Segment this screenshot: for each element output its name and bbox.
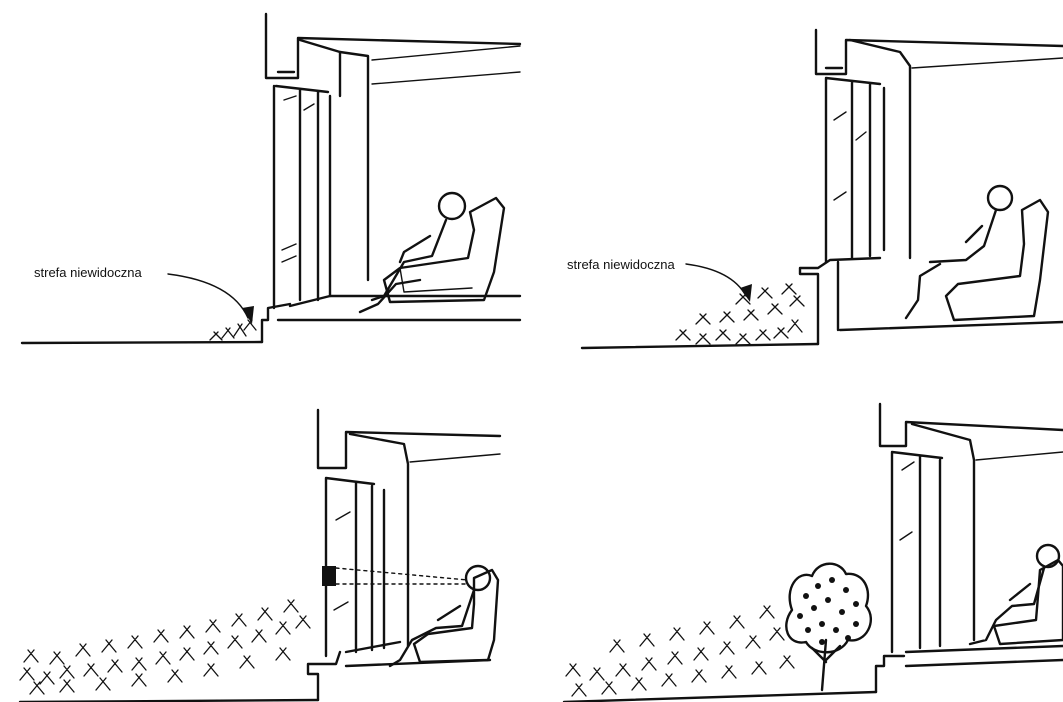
floor-line: [906, 646, 1063, 666]
panel-bottom-right: [564, 404, 1063, 702]
person-body: [970, 568, 1044, 644]
person-head: [988, 186, 1012, 210]
person-body: [390, 590, 474, 666]
armchair: [994, 560, 1063, 644]
roof-overhang: [816, 30, 1063, 74]
person-head: [1037, 545, 1059, 567]
person-body: [360, 220, 446, 312]
interior-wall: [850, 40, 910, 258]
invisible-zone-hatching: [210, 320, 256, 340]
invisible-zone-hatching: [676, 284, 804, 344]
building-section: [308, 652, 340, 700]
visible-zone-hatching: [566, 606, 794, 696]
window-frame: [892, 452, 942, 652]
building-section: [262, 304, 290, 342]
person-head: [439, 193, 465, 219]
arrow: [686, 264, 746, 296]
arrow: [168, 274, 248, 318]
armchair: [384, 198, 504, 302]
zone-label: strefa niewidoczna: [34, 265, 142, 280]
person-body: [906, 210, 996, 318]
floor-line: [838, 262, 1063, 330]
panel-top-left: strefa niewidoczna: [22, 14, 520, 343]
person-head: [466, 566, 490, 590]
ground-line: [582, 344, 818, 348]
ground-line: [22, 342, 262, 343]
roof-overhang: [318, 410, 500, 468]
window-frame: [826, 78, 884, 262]
panel-bottom-left: [20, 410, 500, 702]
interior-wall: [300, 40, 368, 280]
zone-label: strefa niewidoczna: [567, 257, 675, 272]
visible-zone-hatching: [20, 600, 310, 694]
shrub: [786, 564, 871, 690]
ground-line: [564, 692, 876, 702]
roof-overhang: [880, 404, 1063, 446]
building-section: [876, 656, 904, 692]
roof-overhang: [266, 14, 520, 78]
window-frame: [274, 86, 330, 308]
panel-top-right: strefa niewidoczna: [567, 30, 1063, 348]
interior-wall: [350, 434, 408, 646]
